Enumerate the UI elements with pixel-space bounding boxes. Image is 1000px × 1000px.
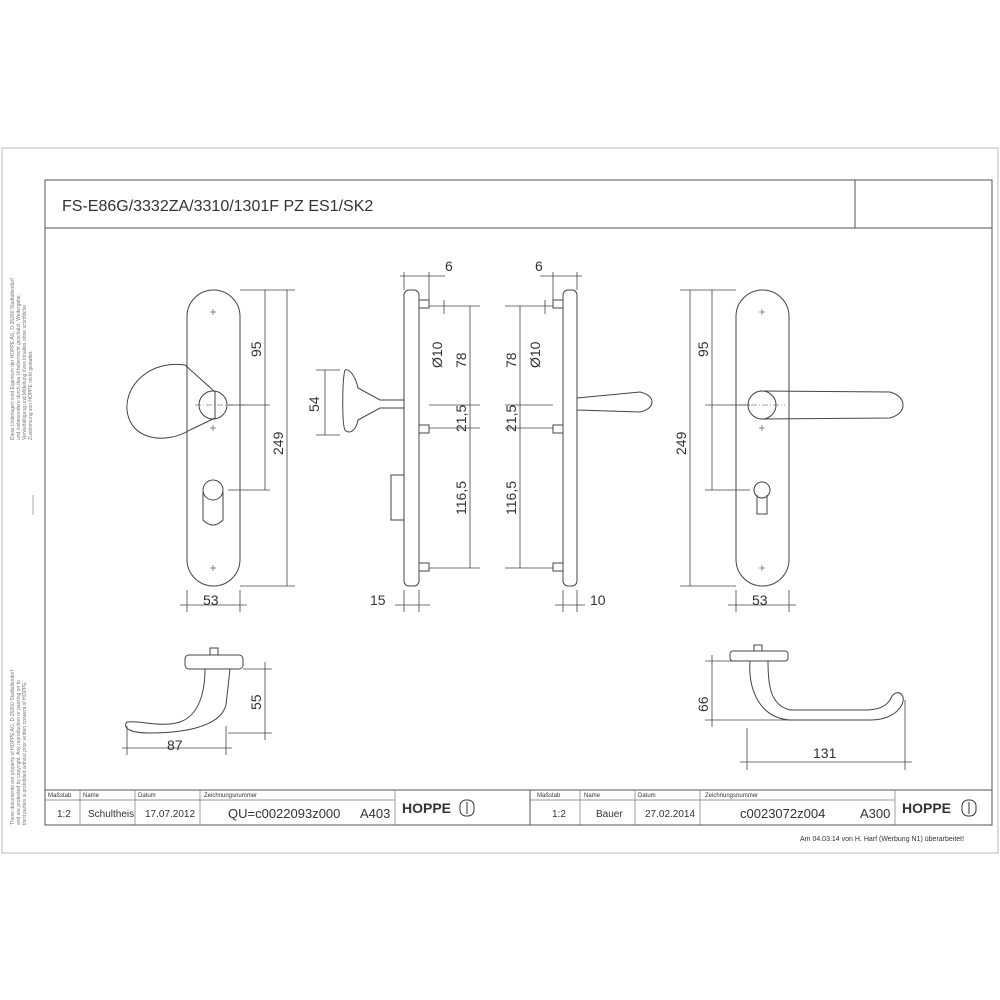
side-note-german: Diese Unterlagen sind Eigentum der HOPPE…	[10, 278, 34, 440]
tb-left-brand: HOPPE	[402, 800, 451, 816]
lever-top-view	[729, 644, 904, 721]
dim-249-left: 249	[270, 431, 286, 455]
dim-dia10-right: Ø10	[527, 341, 543, 368]
hoppe-logo-left-icon	[459, 799, 475, 817]
dim-6-left: 6	[445, 258, 453, 274]
screw-top-right	[552, 299, 564, 309]
dim-78-right: 78	[503, 352, 519, 368]
tb-right-name: Bauer	[596, 809, 623, 820]
titleblock-right-grid	[530, 790, 896, 825]
cylinder-protrusion-left	[390, 474, 405, 521]
lever-top-outline	[749, 660, 904, 721]
plate-side-left	[403, 289, 420, 587]
revision-note: Am 04.03.14 von H. Harf (Werbung N1) übe…	[800, 836, 964, 843]
outer-frame	[1, 147, 999, 854]
knob-top-view	[125, 647, 244, 734]
knob-outline	[126, 363, 216, 439]
tb-right-number: c0023072z004	[740, 806, 825, 821]
screw-mid-right	[552, 424, 564, 434]
tb-left-h-scale: Maßstab	[48, 793, 72, 799]
tb-right-brand: HOPPE	[902, 800, 951, 816]
right-side-view	[552, 289, 653, 587]
dim-95-right: 95	[695, 341, 711, 357]
tb-right-h-scale: Maßstab	[537, 793, 561, 799]
tb-left-number: QU=c0022093z000	[228, 806, 340, 821]
screw-mid-left	[418, 424, 430, 434]
dim-6-right: 6	[535, 258, 543, 274]
knob-side-outline	[342, 369, 405, 433]
dim-66: 66	[695, 696, 711, 712]
tb-left-scale: 1:2	[57, 809, 71, 820]
dim-55: 55	[248, 694, 264, 710]
dim-116-5-right: 116,5	[503, 481, 519, 515]
drawing-frame	[44, 179, 993, 826]
escutcheon-plate-right	[735, 289, 790, 587]
side-note-english: These documents are property of HOPPE AG…	[10, 669, 28, 825]
screw-bottom-left	[418, 562, 430, 572]
cylinder-slot-left	[202, 492, 224, 526]
right-front-view	[735, 289, 904, 587]
cylinder-hole-left	[202, 479, 224, 501]
knob-top-dimensions	[122, 662, 272, 755]
dim-131: 131	[813, 745, 837, 761]
lever-spindle-top	[753, 644, 763, 652]
lever-top-dimensions	[705, 655, 912, 770]
right-center-marks	[740, 309, 785, 571]
right-front-dimensions	[680, 289, 796, 612]
lever-outline	[759, 390, 904, 420]
tb-left-name: Schultheis	[88, 809, 134, 820]
knob-spindle-top	[209, 647, 219, 656]
dim-87: 87	[167, 737, 183, 753]
dim-10: 10	[590, 592, 606, 608]
left-side-dimensions	[316, 272, 480, 612]
cylinder-hole-right	[753, 481, 771, 499]
dim-54: 54	[306, 396, 322, 412]
tb-left-h-number: Zeichnungsnummer	[204, 793, 257, 799]
tb-left-format: A403	[360, 806, 390, 821]
knob-rose-top	[184, 654, 244, 670]
tb-left-h-name: Name	[83, 793, 100, 799]
left-front-view	[126, 289, 241, 587]
dim-53-right: 53	[752, 592, 768, 608]
cylinder-slot-right	[756, 495, 768, 515]
titleblock-left-grid	[45, 790, 396, 825]
left-center-marks	[195, 309, 250, 571]
dim-21-5-right: 21,5	[503, 405, 519, 432]
tb-right-scale: 1:2	[552, 809, 566, 820]
dim-95-left: 95	[248, 341, 264, 357]
screw-top-left	[418, 299, 430, 309]
screw-bottom-right	[552, 562, 564, 572]
lever-side-outline	[576, 391, 653, 413]
right-side-dimensions	[505, 272, 585, 612]
dim-249-right: 249	[673, 431, 689, 455]
dim-dia10-left: Ø10	[429, 341, 445, 368]
knob-top-outline	[125, 668, 231, 734]
tb-right-format: A300	[860, 806, 890, 821]
tb-right-h-number: Zeichnungsnummer	[705, 793, 758, 799]
dim-21-5-left: 21,5	[453, 405, 469, 432]
hoppe-logo-right-icon	[961, 799, 977, 817]
dim-15: 15	[370, 592, 386, 608]
left-side-view	[342, 289, 430, 587]
dim-116-5-left: 116,5	[453, 481, 469, 515]
dim-78-left: 78	[453, 352, 469, 368]
dim-53-left: 53	[203, 592, 219, 608]
tb-left-date: 17.07.2012	[145, 809, 195, 820]
lever-rose-top	[729, 650, 789, 662]
drawing-title: FS-E86G/3332ZA/3310/1301F PZ ES1/SK2	[62, 198, 373, 215]
escutcheon-plate-left	[186, 289, 241, 587]
plate-side-right	[562, 289, 578, 587]
tb-right-h-name: Name	[584, 793, 601, 799]
tb-right-h-date: Datum	[638, 793, 656, 799]
tb-left-h-date: Datum	[138, 793, 156, 799]
tb-right-date: 27.02.2014	[645, 809, 695, 820]
left-front-dimensions	[180, 289, 295, 612]
